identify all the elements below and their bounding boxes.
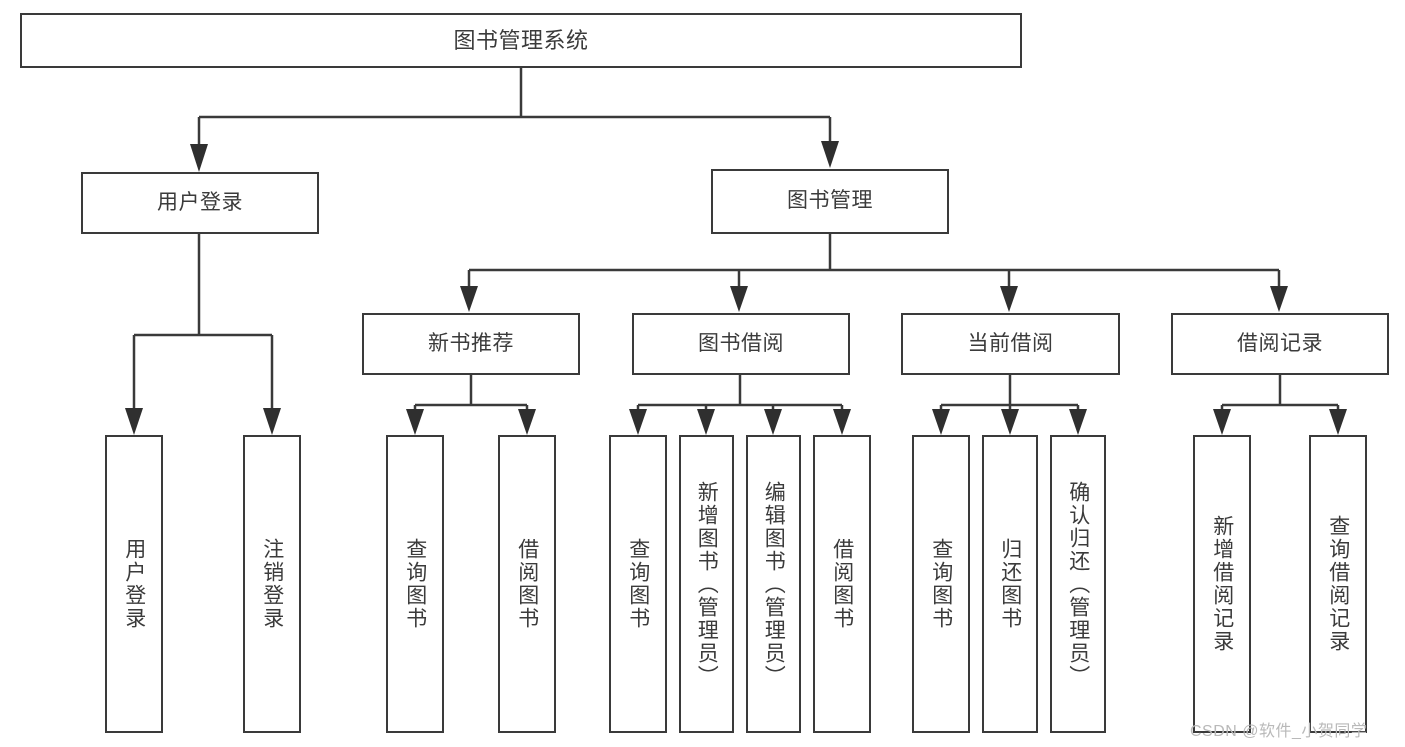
node-current-borrow[interactable]: 当前借阅	[901, 313, 1120, 375]
leaf-logout-label: 注销登录	[260, 538, 284, 630]
leaf-add-borrow-record[interactable]: 新增借阅记录	[1193, 435, 1251, 733]
node-book-borrow[interactable]: 图书借阅	[632, 313, 850, 375]
leaf-user-login[interactable]: 用户登录	[105, 435, 163, 733]
leaf-confirm-return-admin-label: 确认归还（管理员）	[1066, 480, 1090, 688]
leaf-query-borrow-record[interactable]: 查询借阅记录	[1309, 435, 1367, 733]
leaf-confirm-return-admin[interactable]: 确认归还（管理员）	[1050, 435, 1106, 733]
leaf-query-book-current[interactable]: 查询图书	[912, 435, 970, 733]
leaf-edit-book-admin[interactable]: 编辑图书（管理员）	[746, 435, 801, 733]
leaf-query-borrow-record-label: 查询借阅记录	[1326, 515, 1350, 653]
leaf-add-book-admin-label: 新增图书（管理员）	[695, 480, 719, 688]
node-current-borrow-label: 当前借阅	[967, 331, 1054, 355]
leaf-return-book-label: 归还图书	[998, 538, 1022, 630]
leaf-query-book-new-label: 查询图书	[403, 538, 427, 630]
leaf-add-borrow-record-label: 新增借阅记录	[1210, 515, 1234, 653]
node-borrow-record-label: 借阅记录	[1237, 331, 1323, 355]
leaf-return-book[interactable]: 归还图书	[982, 435, 1038, 733]
node-root[interactable]: 图书管理系统	[20, 13, 1022, 68]
node-borrow-record[interactable]: 借阅记录	[1171, 313, 1389, 375]
node-book-management-label: 图书管理	[787, 189, 873, 213]
leaf-logout[interactable]: 注销登录	[243, 435, 301, 733]
leaf-borrow-book-new-label: 借阅图书	[515, 538, 539, 630]
node-book-borrow-label: 图书借阅	[698, 331, 784, 355]
node-user-login-label: 用户登录	[157, 190, 243, 214]
leaf-edit-book-admin-label: 编辑图书（管理员）	[762, 480, 786, 688]
node-book-management[interactable]: 图书管理	[711, 169, 949, 234]
leaf-user-login-label: 用户登录	[122, 538, 146, 630]
leaf-query-book-borrow-label: 查询图书	[626, 538, 650, 630]
leaf-query-book-new[interactable]: 查询图书	[386, 435, 444, 733]
leaf-query-book-borrow[interactable]: 查询图书	[609, 435, 667, 733]
leaf-borrow-book[interactable]: 借阅图书	[813, 435, 871, 733]
leaf-borrow-book-label: 借阅图书	[830, 538, 854, 630]
watermark: CSDN @软件_小贺同学	[1190, 723, 1368, 740]
leaf-borrow-book-new[interactable]: 借阅图书	[498, 435, 556, 733]
node-new-book-recommend[interactable]: 新书推荐	[362, 313, 580, 375]
node-user-login[interactable]: 用户登录	[81, 172, 319, 234]
node-root-label: 图书管理系统	[453, 27, 589, 53]
leaf-query-book-current-label: 查询图书	[929, 538, 953, 630]
leaf-add-book-admin[interactable]: 新增图书（管理员）	[679, 435, 734, 733]
node-new-book-recommend-label: 新书推荐	[428, 331, 514, 355]
